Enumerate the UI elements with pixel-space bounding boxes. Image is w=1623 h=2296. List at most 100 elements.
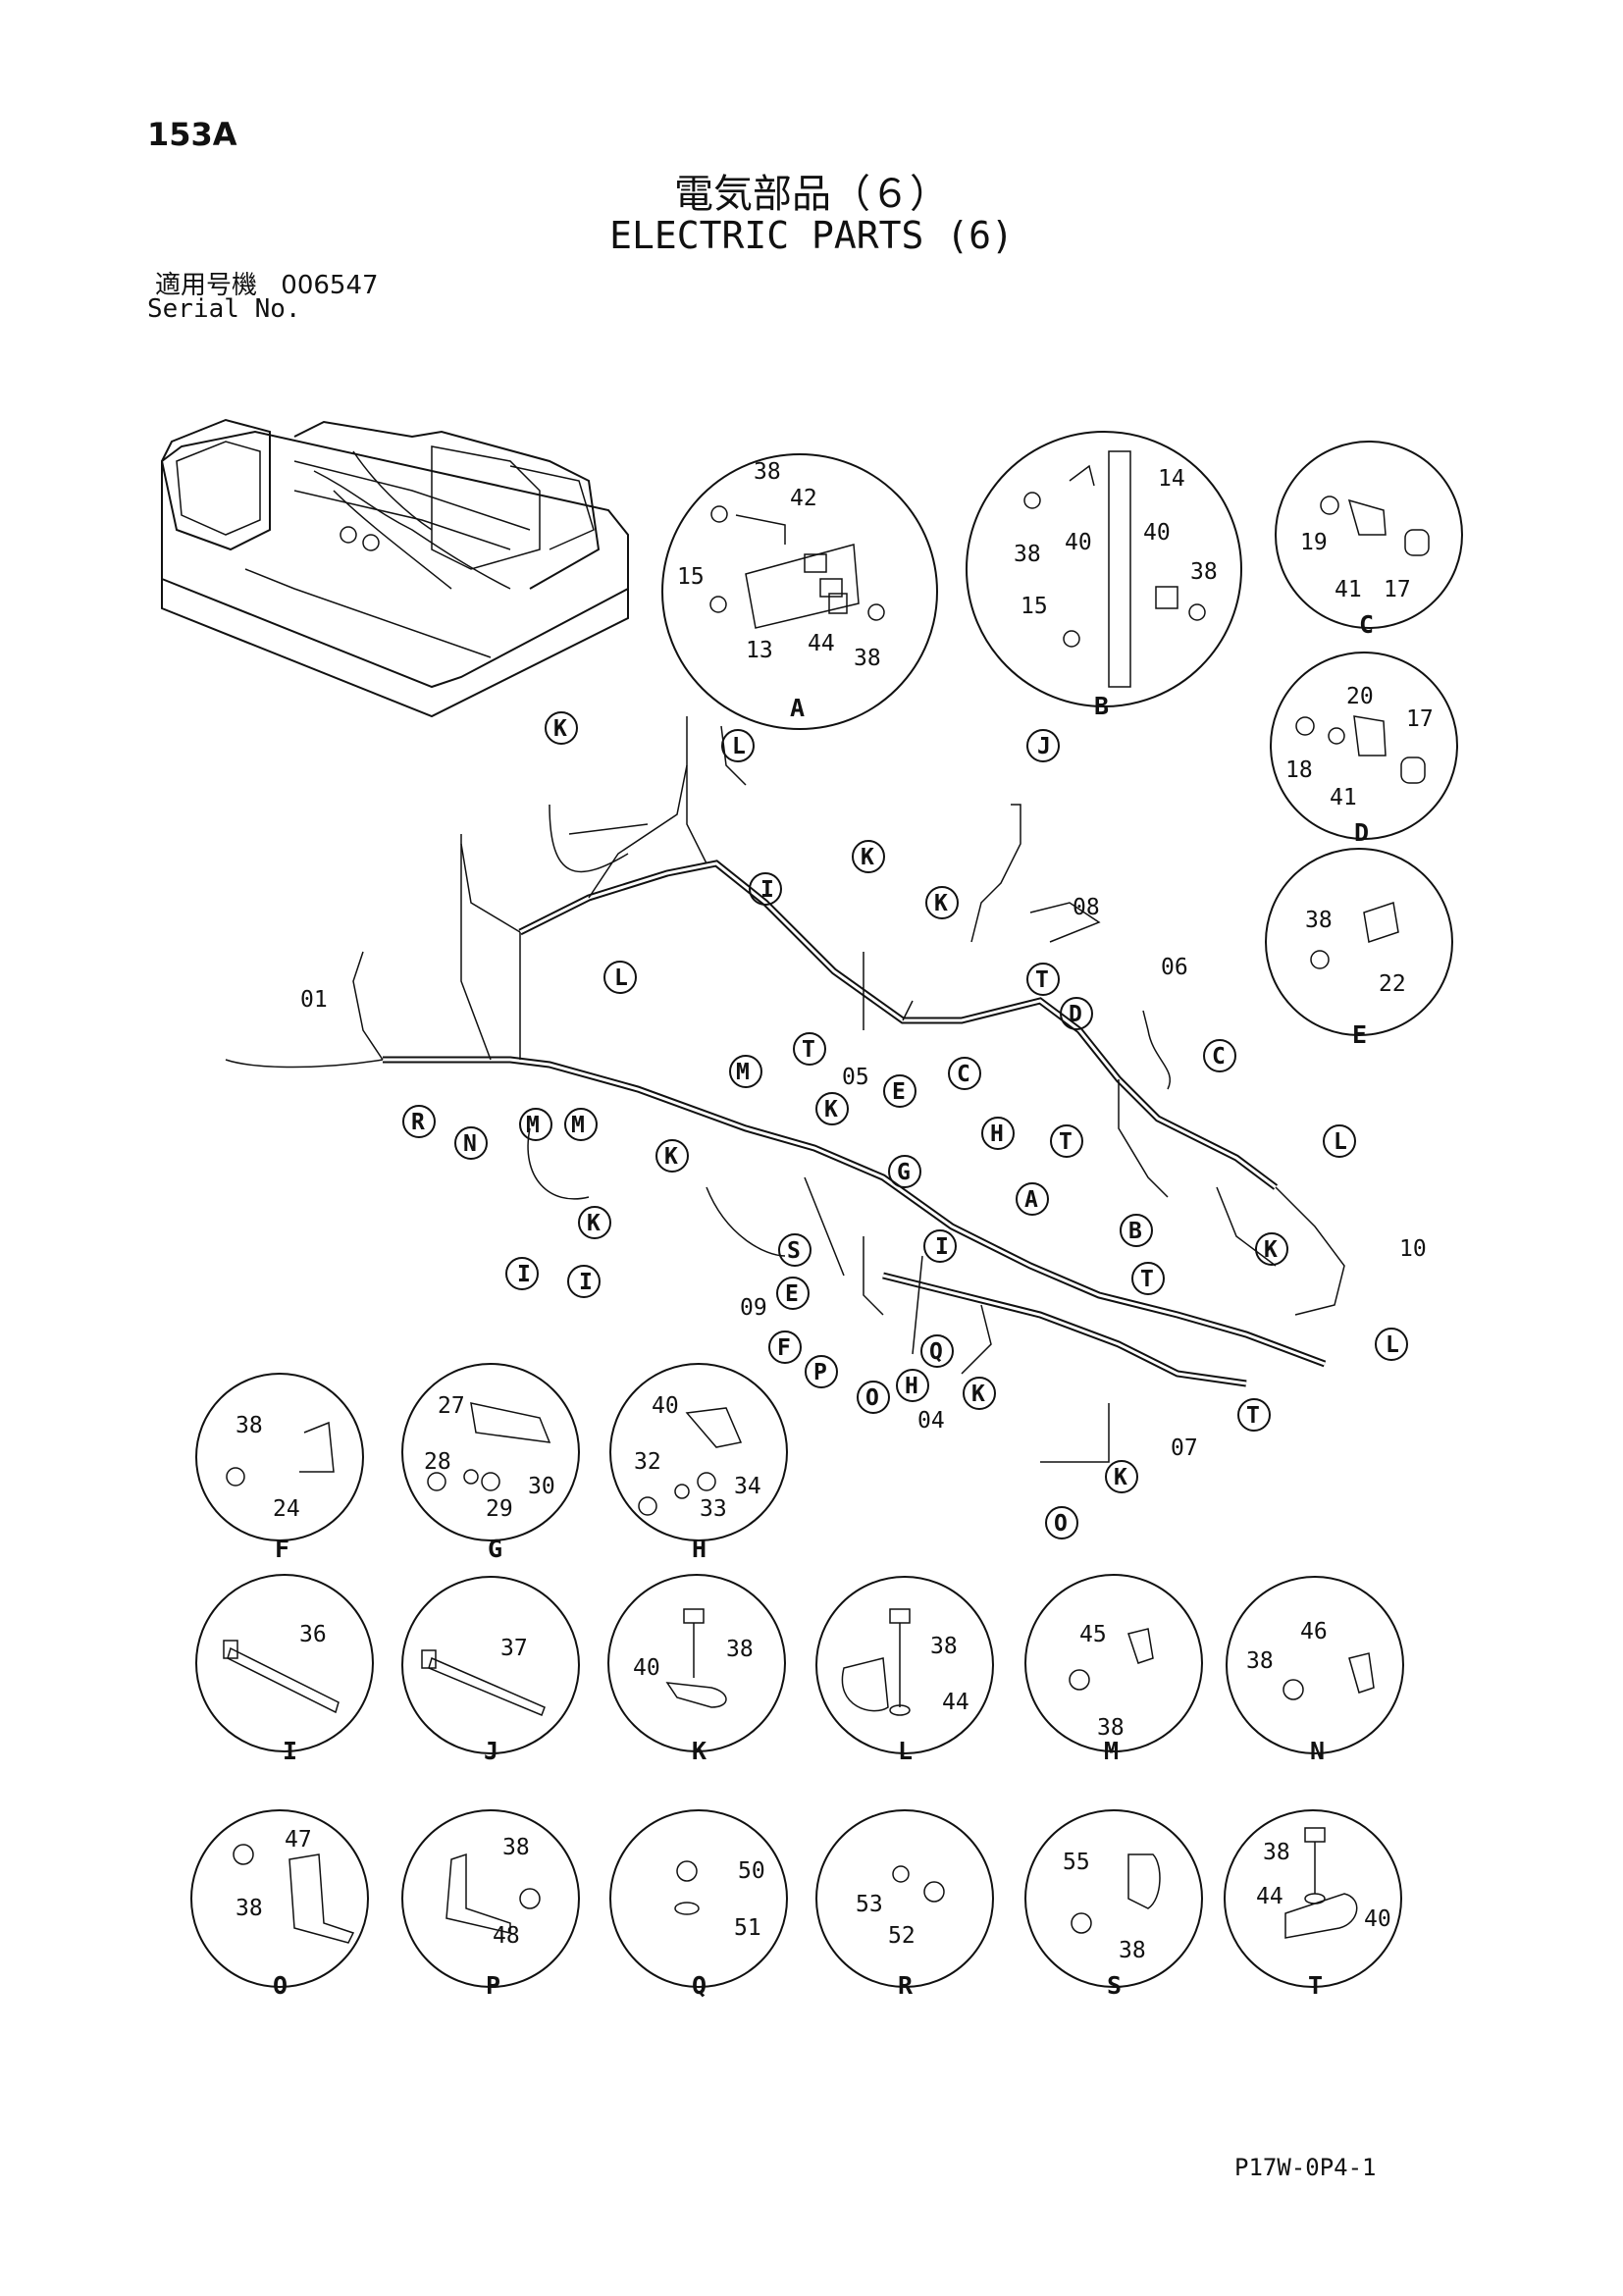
svg-text:P: P — [486, 1971, 500, 2000]
svg-text:C: C — [1359, 610, 1374, 639]
svg-text:38: 38 — [1263, 1840, 1290, 1865]
svg-text:40: 40 — [1065, 530, 1092, 555]
svg-text:S: S — [787, 1238, 801, 1264]
callout-T-5: T — [1050, 1124, 1083, 1158]
svg-text:K: K — [664, 1144, 678, 1170]
svg-text:32: 32 — [634, 1449, 661, 1475]
svg-text:37: 37 — [500, 1636, 528, 1661]
svg-text:N: N — [463, 1131, 477, 1157]
svg-text:T: T — [1246, 1403, 1260, 1429]
callout-L-3: L — [1323, 1124, 1356, 1158]
svg-text:J: J — [484, 1737, 498, 1765]
svg-text:K: K — [861, 845, 874, 870]
svg-text:C: C — [1212, 1044, 1226, 1070]
svg-text:K: K — [824, 1097, 838, 1122]
callout-C-2: C — [948, 1057, 981, 1090]
svg-text:42: 42 — [790, 486, 817, 511]
callout-E-1: E — [883, 1074, 916, 1108]
svg-text:14: 14 — [1158, 466, 1185, 492]
svg-text:52: 52 — [888, 1923, 916, 1949]
svg-text:N: N — [1310, 1737, 1325, 1765]
callout-J-1: J — [1026, 729, 1060, 762]
svg-text:M: M — [736, 1060, 750, 1085]
callout-A-1: A — [1016, 1182, 1049, 1216]
svg-text:M: M — [1104, 1737, 1119, 1765]
callout-I-1: I — [749, 872, 782, 906]
svg-text:A: A — [1024, 1187, 1038, 1213]
svg-text:06: 06 — [1161, 955, 1188, 980]
svg-text:K: K — [971, 1382, 985, 1407]
svg-text:Q: Q — [692, 1971, 707, 2000]
title-japanese: 電気部品（６） — [674, 172, 949, 217]
callout-K-6: K — [578, 1206, 611, 1239]
svg-text:15: 15 — [1021, 594, 1048, 619]
svg-text:33: 33 — [700, 1496, 727, 1522]
title-english: ELECTRIC PARTS (6) — [609, 214, 1014, 257]
svg-text:T: T — [1140, 1267, 1154, 1292]
callout-K-7: K — [1255, 1232, 1288, 1266]
svg-text:B: B — [1094, 692, 1109, 720]
svg-text:38: 38 — [1190, 559, 1218, 585]
callout-K-4: K — [655, 1139, 689, 1173]
callout-O-1: O — [857, 1381, 890, 1414]
drawing-code: P17W-0P4-1 — [1234, 2154, 1377, 2181]
callout-T-4: T — [1237, 1398, 1271, 1432]
svg-text:41: 41 — [1335, 577, 1362, 602]
svg-text:44: 44 — [808, 631, 835, 656]
svg-text:38: 38 — [930, 1634, 958, 1659]
svg-text:M: M — [526, 1113, 540, 1138]
callout-D-1: D — [1060, 997, 1093, 1030]
svg-text:34: 34 — [734, 1474, 761, 1499]
callout-L-1: L — [721, 729, 755, 762]
serial-label-en: Serial No. — [147, 294, 301, 324]
svg-text:G: G — [488, 1535, 502, 1563]
svg-text:I: I — [760, 877, 774, 903]
svg-text:E: E — [1352, 1020, 1367, 1049]
callout-M-3: M — [564, 1108, 598, 1141]
svg-text:47: 47 — [285, 1827, 312, 1852]
svg-text:46: 46 — [1300, 1619, 1328, 1644]
svg-text:20: 20 — [1346, 684, 1374, 709]
serial-value: 006547 — [281, 271, 379, 300]
svg-text:45: 45 — [1079, 1622, 1107, 1647]
svg-text:38: 38 — [1119, 1938, 1146, 1963]
svg-text:01: 01 — [300, 987, 328, 1013]
harness-numbers: 01 05 06 08 09 10 04 07 — [300, 895, 1427, 1461]
svg-text:53: 53 — [856, 1892, 883, 1917]
svg-text:M: M — [571, 1113, 585, 1138]
callout-M-1: M — [729, 1055, 762, 1088]
svg-text:44: 44 — [1256, 1884, 1283, 1909]
svg-text:38: 38 — [854, 646, 881, 671]
callout-R-1: R — [402, 1105, 436, 1138]
svg-text:09: 09 — [740, 1295, 767, 1321]
svg-text:38: 38 — [236, 1896, 263, 1921]
svg-text:08: 08 — [1073, 895, 1100, 920]
callout-I-4: I — [567, 1265, 601, 1298]
callout-N-1: N — [454, 1126, 488, 1160]
svg-text:K: K — [587, 1211, 601, 1236]
svg-text:51: 51 — [734, 1915, 761, 1941]
svg-text:36: 36 — [299, 1622, 327, 1647]
svg-text:40: 40 — [652, 1393, 679, 1419]
svg-text:28: 28 — [424, 1449, 451, 1475]
svg-text:L: L — [614, 965, 628, 991]
svg-text:C: C — [957, 1062, 970, 1087]
svg-text:L: L — [732, 734, 746, 759]
svg-text:38: 38 — [1305, 908, 1333, 933]
svg-text:A: A — [790, 694, 805, 722]
svg-text:27: 27 — [438, 1393, 465, 1419]
callout-O-2: O — [1045, 1506, 1078, 1539]
callout-S-1: S — [778, 1233, 812, 1267]
callout-L-2: L — [1375, 1328, 1408, 1361]
callout-I-2: I — [923, 1229, 957, 1263]
